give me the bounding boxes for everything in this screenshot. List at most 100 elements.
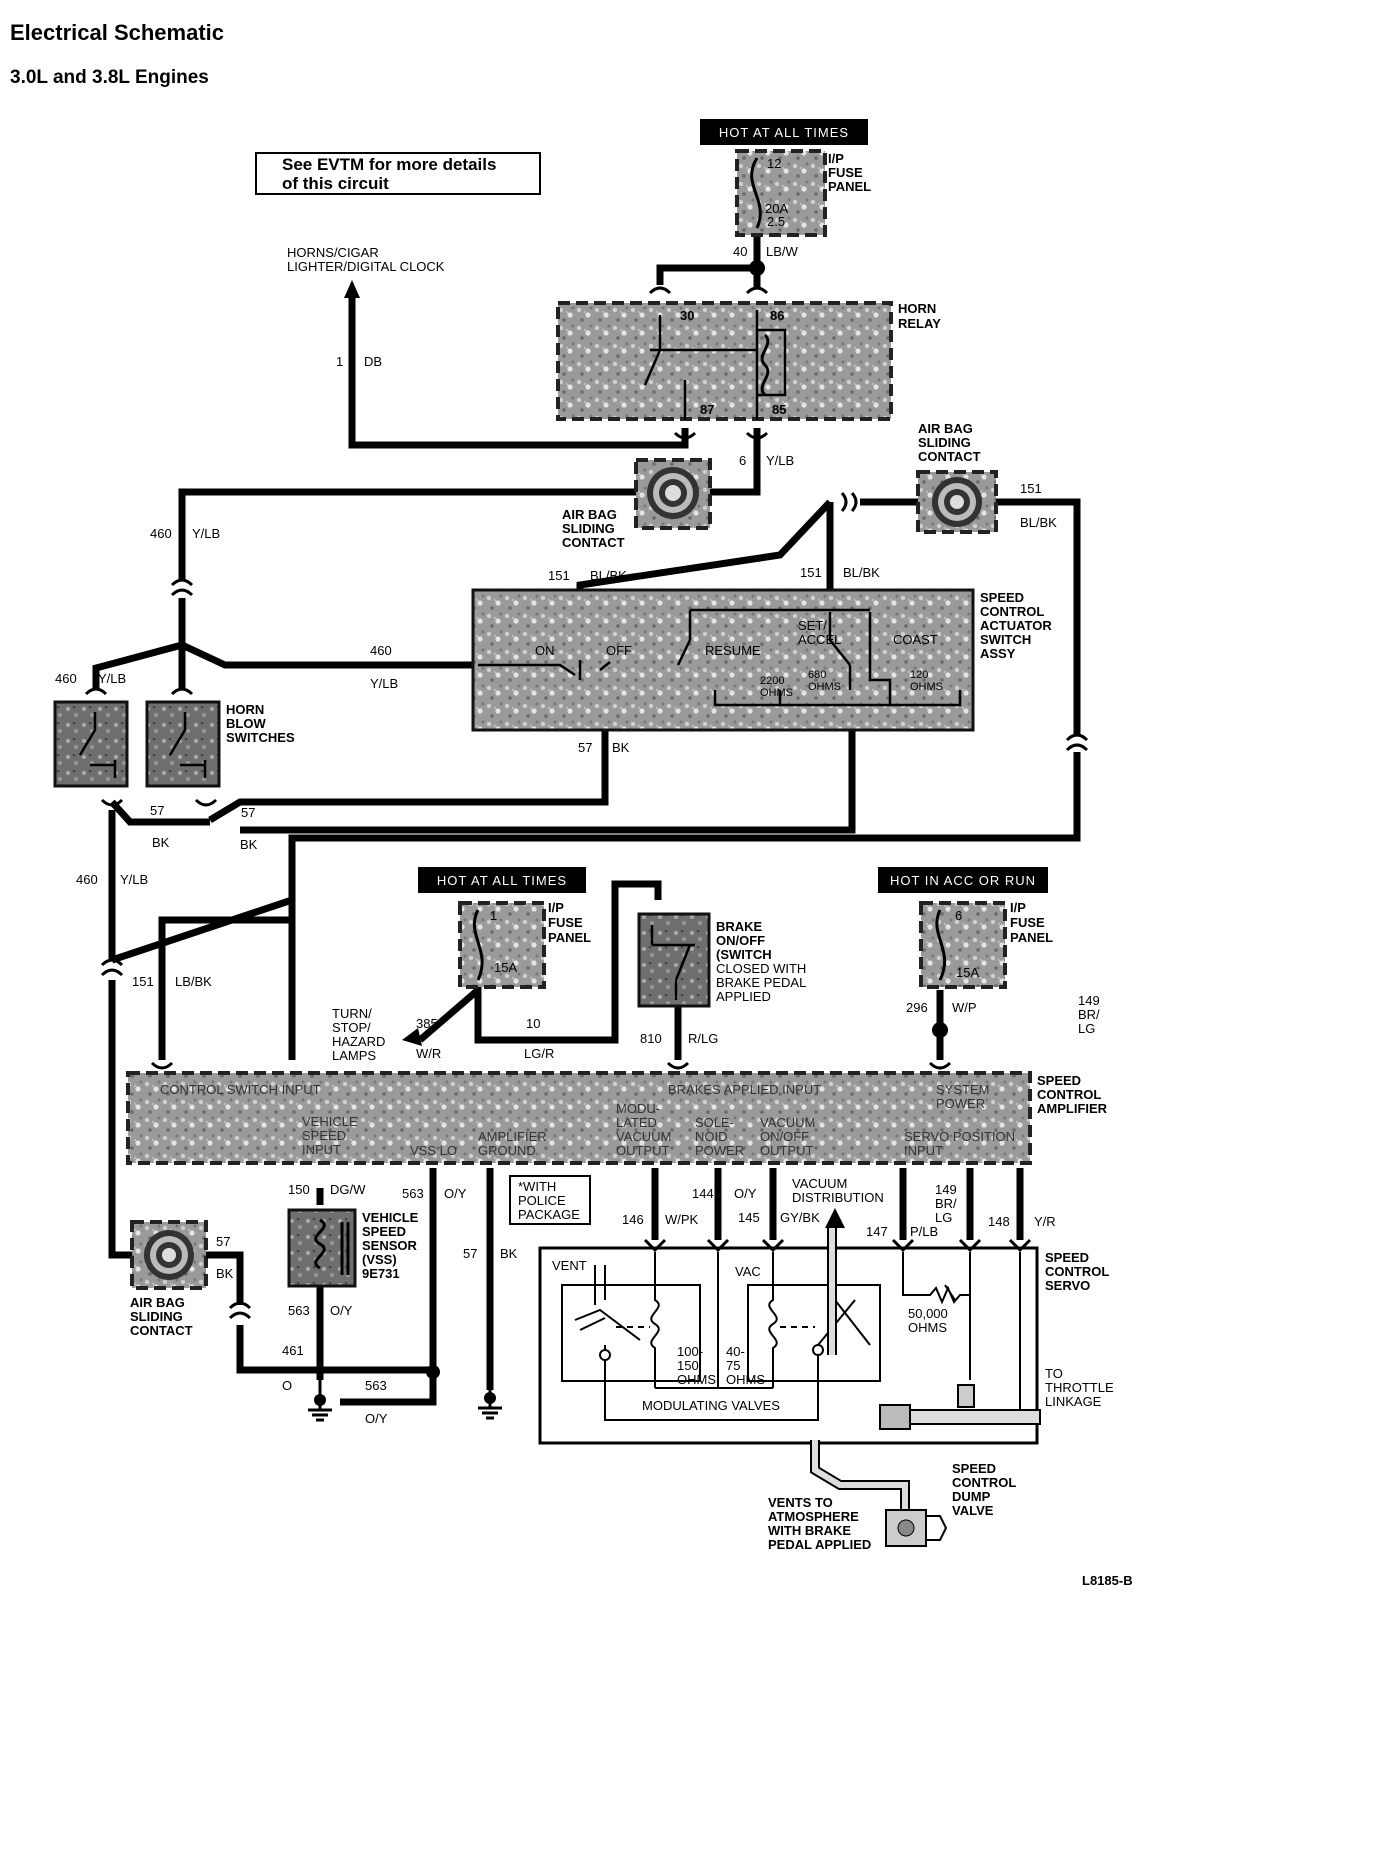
hot-label-acc-text: HOT IN ACC OR RUN	[890, 873, 1036, 888]
wire-385-color: W/R	[416, 1046, 441, 1061]
switch-name-3: ACTUATOR	[980, 618, 1052, 633]
servo-rmod-3: OHMS	[677, 1372, 716, 1387]
fuse-mid-name-3: PANEL	[548, 930, 591, 945]
servo-mod-valves: MODULATING VALVES	[642, 1398, 780, 1413]
wire-0-num: O	[282, 1378, 292, 1393]
wire-148-color: Y/R	[1034, 1214, 1056, 1229]
switch-r2-2: OHMS	[808, 681, 841, 693]
turn-lamps-3: HAZARD	[332, 1034, 385, 1049]
switch-name-1: SPEED	[980, 590, 1024, 605]
splice-40	[749, 260, 765, 276]
fuse-mid-name-1: I/P	[548, 900, 564, 915]
wire-151a-num: 151	[548, 568, 570, 583]
wire-460a-color: Y/LB	[192, 526, 220, 541]
wire-144-color: O/Y	[734, 1186, 757, 1201]
wire-149-c2: LG	[935, 1210, 952, 1225]
servo-connectors	[643, 1238, 1032, 1253]
hot-label-mid: HOT AT ALL TIMES	[418, 867, 586, 893]
hot-label-top-text: HOT AT ALL TIMES	[719, 125, 849, 140]
vents-atm-2: ATMOSPHERE	[768, 1509, 859, 1524]
horn-relay: 30 86 87 85 HORN RELAY	[556, 301, 941, 421]
amp-servo-pos-1: SERVO POSITION	[904, 1129, 1015, 1144]
switch-off-label: OFF	[606, 643, 632, 658]
dump-4: VALVE	[952, 1503, 994, 1518]
wire-146-color: W/PK	[665, 1212, 699, 1227]
wire-145-color: GY/BK	[780, 1210, 820, 1225]
vacuum-arrow-icon	[825, 1208, 845, 1228]
wire-148-num: 148	[988, 1214, 1010, 1229]
fuse-mid-name-2: FUSE	[548, 915, 583, 930]
police-package-note: *WITH POLICE PACKAGE	[509, 1175, 591, 1225]
switch-name-5: ASSY	[980, 646, 1016, 661]
fuse-acc-name-2: FUSE	[1010, 915, 1045, 930]
servo-rpos-2: OHMS	[908, 1320, 947, 1335]
servo-vent: VENT	[552, 1258, 587, 1273]
switch-set-label-2: ACCEL	[798, 632, 841, 647]
amp-sys-power-2: POWER	[936, 1096, 985, 1111]
police-2: POLICE	[518, 1193, 566, 1208]
wire-150-num: 150	[288, 1182, 310, 1197]
wire-6-num: 6	[739, 453, 746, 468]
police-3: PACKAGE	[518, 1207, 580, 1222]
hot-label-mid-text: HOT AT ALL TIMES	[437, 873, 567, 888]
note-line-1: See EVTM for more details	[282, 155, 496, 174]
wire-57a-num: 57	[578, 740, 592, 755]
wire-563a-color: O/Y	[444, 1186, 467, 1201]
fuse-top-rating-2: 2.5	[767, 214, 785, 229]
wire-151d-num: 151	[132, 974, 154, 989]
wire-461-num: 461	[282, 1343, 304, 1358]
brake-3: (SWITCH	[716, 947, 772, 962]
vac-dist-1: VACUUM	[792, 1176, 847, 1191]
horn-relay-name-2: RELAY	[898, 316, 941, 331]
amp-vacon-2: ON/OFF	[760, 1129, 809, 1144]
servo-vac: VAC	[735, 1264, 761, 1279]
wire-40-color: LB/W	[766, 244, 799, 259]
relay-term-85: 85	[772, 402, 786, 417]
ground-icon-1	[308, 1380, 332, 1422]
airbag-2-label-3: CONTACT	[918, 449, 981, 464]
fuse-top-num: 12	[767, 156, 781, 171]
airbag-contact-2: AIR BAG SLIDING CONTACT	[916, 421, 998, 534]
amp-vss-input-2: SPEED	[302, 1128, 346, 1143]
airbag-2-label-2: SLIDING	[918, 435, 971, 450]
fuse-panel-mid: 1 15A I/P FUSE PANEL	[458, 900, 591, 989]
throttle-1: TO	[1045, 1366, 1063, 1381]
switch-name-2: CONTROL	[980, 604, 1044, 619]
switch-r1-2: OHMS	[760, 687, 793, 699]
amp-modvac-2: LATED	[616, 1115, 657, 1130]
wire-460d-num: 460	[76, 872, 98, 887]
hot-label-top: HOT AT ALL TIMES	[700, 119, 868, 145]
fuse-mid-num: 1	[490, 908, 497, 923]
note-line-2: of this circuit	[282, 174, 389, 193]
wire-149top-c2: LG	[1078, 1021, 1095, 1036]
amp-name-2: CONTROL	[1037, 1087, 1101, 1102]
servo-rvac-3: OHMS	[726, 1372, 765, 1387]
wire-460b-num: 460	[370, 643, 392, 658]
fuse-acc-rating: 15A	[956, 965, 979, 980]
wire-144-num: 144	[692, 1186, 714, 1201]
servo-rmod-1: 100-	[677, 1344, 703, 1359]
wire-296-num: 296	[906, 1000, 928, 1015]
amp-control-input: CONTROL SWITCH INPUT	[160, 1082, 321, 1097]
fuse-top-name-2: FUSE	[828, 165, 863, 180]
connector-57d	[228, 1301, 252, 1320]
switch-r1-1: 2200	[760, 675, 784, 687]
wire-460d-color: Y/LB	[120, 872, 148, 887]
wire-57b-num: 57	[150, 803, 164, 818]
servo-rmod-2: 150	[677, 1358, 699, 1373]
wire-460c-color: Y/LB	[98, 671, 126, 686]
throttle-3: LINKAGE	[1045, 1394, 1102, 1409]
horns-dest-2: LIGHTER/DIGITAL CLOCK	[287, 259, 445, 274]
connector-151	[1065, 733, 1089, 752]
horn-blow-3: SWITCHES	[226, 730, 295, 745]
wire-57a-color: BK	[612, 740, 630, 755]
wire-151a-color: BL/BK	[590, 568, 627, 583]
wire-460c-num: 460	[55, 671, 77, 686]
vehicle-speed-sensor: VEHICLE SPEED SENSOR (VSS) 9E731	[287, 1208, 419, 1288]
airbag-contact-1: AIR BAG SLIDING CONTACT	[562, 458, 712, 550]
airbag-1-label-1: AIR BAG	[562, 507, 617, 522]
wire-149top-num: 149	[1078, 993, 1100, 1008]
speed-control-servo: VENT VAC 100- 150 OHMS 40- 75 OHMS 50,00…	[538, 1246, 1114, 1445]
airbag-1-label-2: SLIDING	[562, 521, 615, 536]
relay-term-86: 86	[770, 308, 784, 323]
